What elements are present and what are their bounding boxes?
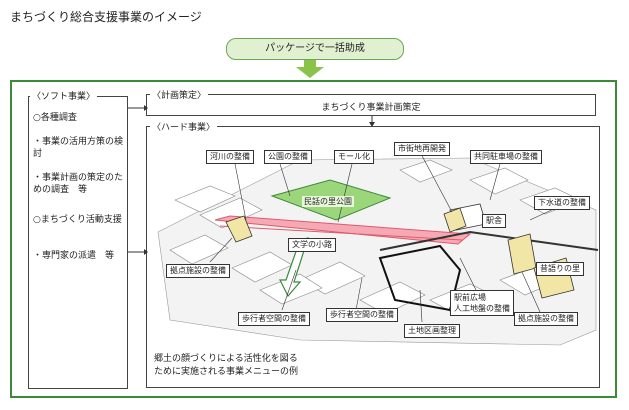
project-frame (10, 80, 617, 398)
example-note: 郷土の顔づくりによる活性化を図る ために実施される事業メニューの例 (154, 353, 354, 379)
tag-land-readjustment: 土地区画整理 (404, 324, 460, 338)
tag-literature-lane: 文学の小路 (288, 238, 336, 252)
hard-projects-heading: 〈ハード事業〉 (150, 120, 218, 133)
redevelopment-building (443, 207, 467, 233)
tag-mall: モール化 (334, 150, 374, 164)
diagram-title: まちづくり総合支援事業のイメージ (10, 10, 202, 24)
tag-park: 公園の整備 (264, 150, 312, 164)
soft-projects-heading: 〈ソフト事業〉 (30, 89, 98, 102)
station-plaza-line2: 人工地盤の整備 (454, 304, 510, 313)
soft-item-expert-dispatch: ・専門家の派遣 等 (33, 251, 115, 261)
package-down-arrow (296, 60, 324, 78)
soft-item-plan-survey: ・事業計画の策定のための調査 等 (33, 173, 124, 195)
note-line-1: 郷土の顔づくりによる活性化を図る (154, 354, 298, 364)
tag-pedestrian-1: 歩行者空間の整備 (238, 312, 310, 326)
tag-redevelopment: 市街地再開発 (394, 142, 450, 156)
tag-station-plaza: 駅前広場 人工地盤の整備 (450, 290, 514, 316)
soft-item-activity-support: ○まちづくり活動支援 (33, 215, 122, 225)
tag-parking: 共同駐車場の整備 (470, 150, 542, 164)
package-funding-label: パッケージで一括助成 (226, 38, 404, 60)
soft-item-utilization: ・事業の活用方策の検討 (33, 137, 124, 159)
tag-sewer: 下水道の整備 (534, 196, 590, 210)
note-line-2: ために実施される事業メニューの例 (154, 367, 299, 377)
tag-hometown: 昔語りの里 (536, 262, 584, 276)
planning-heading: 〈計画策定〉 (150, 88, 209, 101)
soft-item-surveys: ○各種調査 (33, 113, 77, 123)
planning-text: まちづくり事業計画策定 (321, 103, 421, 113)
tag-pedestrian-2: 歩行者空間の整備 (326, 308, 398, 322)
tag-base-facility-east: 拠点施設の整備 (514, 312, 578, 326)
tag-river: 河川の整備 (206, 150, 254, 164)
base-facility-west (225, 215, 253, 243)
planning-box (146, 94, 596, 116)
tag-base-facility-west: 拠点施設の整備 (166, 264, 230, 278)
hard-projects-box (146, 126, 600, 388)
tag-station: 駅舎 (482, 214, 506, 228)
railway (379, 230, 599, 251)
park-name-label: 民話の里公園 (302, 196, 354, 207)
station-plaza-line1: 駅前広場 (454, 293, 486, 302)
